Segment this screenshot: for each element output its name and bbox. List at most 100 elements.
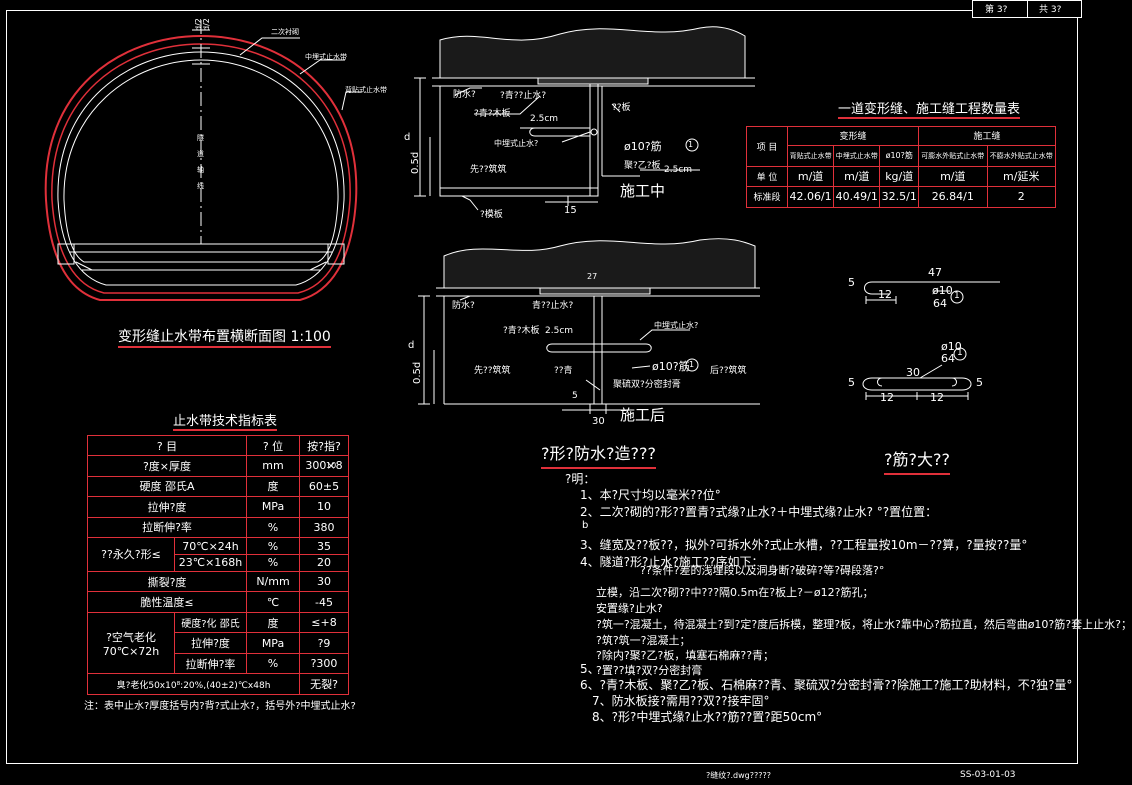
r1-12: 12 (878, 288, 892, 301)
d2-dim-d: d (408, 340, 415, 351)
d2-asph2: ??青 (554, 366, 573, 376)
d1-pe: 聚?乙?板 (624, 161, 661, 171)
d2-circle-1: 1 (689, 360, 695, 369)
quantity-table: 项 目 变形缝 施工缝 背贴式止水带 中埋式止水带 ø10?筋 可膨水外贴式止水… (746, 126, 1057, 209)
spec-extra-10: 10 (326, 461, 337, 470)
rebar-caption: ?筋?大?? (884, 446, 950, 475)
label-secondary-lining: 二次衬砌 (271, 28, 299, 36)
note-3: 3、缝宽及??板??，拟外?可拆水外?式止水槽，??工程量按10m－??算，?量… (580, 538, 1028, 552)
notes-head: ?明： (565, 472, 596, 486)
d1-dim-d: d (404, 132, 411, 143)
d2-bar: ø10?筋 (652, 360, 690, 373)
d1-stage: 施工中 (620, 182, 666, 200)
d2-stage: 施工后 (620, 406, 666, 424)
tunnel-section (44, 20, 362, 301)
qty-h-item: 项 目 (746, 126, 788, 167)
detail-1-linework (414, 26, 755, 211)
d2-dim-half: 0.5d (412, 361, 423, 384)
spec-r5-b: % (246, 553, 300, 572)
note-4a: ??条件?差的浅埋段以及洞身断?破碎?等?碍段落?° (640, 564, 885, 577)
qty-unit-2: kg/道 (879, 165, 920, 187)
sheet-number: 第 3? (985, 5, 1008, 15)
spec-r9-a: 拉伸?度 (174, 632, 247, 654)
spec-r4-c: 35 (299, 537, 349, 555)
note-4c: 安置缘?止水? (596, 602, 663, 615)
d1-waterproof: 防水? (453, 90, 476, 100)
spec-r2-a: 拉伸?度 (87, 496, 247, 518)
spec-r4-b: % (246, 537, 300, 555)
note-1: 1、本?尺寸均以毫米??位° (580, 488, 721, 502)
note-4d: ?筑一?混凝土，待混凝土?到?定?度后拆模，整理?板，将止水?靠中心?筋拉直，然… (596, 618, 1132, 631)
spec-r8-c: ≤+8 (299, 611, 349, 634)
spec-r10-c: ?300 (299, 652, 349, 675)
label-axis: 隧道轴线 (197, 134, 204, 190)
spec-r5-c: 20 (299, 553, 349, 572)
spec-ozone-b: 无裂? (299, 673, 349, 695)
note-b: b (582, 520, 589, 531)
note-2: 2、二次?砌的?形??置青?式缘?止水?＋中埋式缘?止水? °?置位置： (580, 505, 938, 519)
label-d2b: d/2 (202, 18, 211, 31)
r1-47: 47 (928, 266, 942, 279)
spec-r8-a: 硬度?化 邵氏 (174, 611, 247, 634)
r1-64: 64 (933, 297, 947, 310)
note-7: 7、防水板接?需用??双??接牢固° (592, 694, 770, 708)
title-block: 第 3? 共 3? (972, 0, 1082, 18)
qty-val-3: 26.84/1 (918, 185, 988, 209)
spec-h-1: ? 位 (246, 435, 300, 456)
d1-bar: ø10?筋 (624, 140, 662, 153)
sheet-total: 共 3? (1039, 5, 1062, 15)
d2-asphalt: 青??止水? (532, 301, 574, 311)
r2-bar: ø10 (941, 340, 962, 353)
d2-wood: ?青?木板 (503, 326, 540, 336)
spec-r9-c: ?9 (299, 632, 349, 654)
spec-r3-a: 拉断伸?率 (87, 516, 247, 539)
qty-val-2: 32.5/1 (879, 185, 920, 209)
r1-bar: ø10 (932, 284, 953, 297)
spec-r3-b: % (246, 516, 300, 539)
qty-val-1: 40.49/1 (833, 185, 881, 209)
spec-r0-a: ?度×厚度 (87, 455, 247, 477)
d1-dim-15: 15 (564, 205, 577, 216)
d1-steel-board: ??板 (612, 103, 631, 113)
note-4: 4、隧道?形?止水?施工??序如下： (580, 555, 764, 569)
d1-gap2: 2.5cm (664, 165, 693, 175)
qty-sub-1: 中埋式止水带 (833, 144, 881, 167)
spec-r0-b: mm (246, 455, 300, 477)
spec-r10-a: 拉断伸?率 (174, 652, 247, 675)
qty-sub-4: 不膨水外贴式止水带 (986, 144, 1057, 167)
spec-r1-a: 硬度 邵氏A (87, 475, 247, 498)
label-backstick-stop: 背贴式止水带 (345, 86, 387, 94)
note-4f: ?除内?聚?乙?板，填塞石棉麻??青； (596, 649, 775, 662)
spec-r6-a: 撕裂?度 (87, 570, 247, 593)
spec-r6-b: N/mm (246, 570, 300, 593)
spec-r2-b: MPa (246, 496, 300, 518)
spec-h-0: ? 目 (87, 435, 247, 456)
d2-27: 27 (587, 272, 598, 281)
d2-first: 先??筑筑 (474, 366, 511, 376)
drawing-frame (6, 10, 1078, 764)
spec-table-title: 止水带技术指标表 (173, 410, 278, 431)
d1-base: ?模板 (480, 210, 503, 220)
drawing-linework (44, 20, 1000, 414)
qty-unit-0: m/道 (786, 165, 835, 187)
d2-seal: 聚硫双?分密封膏 (613, 380, 681, 390)
spec-r7-c: -45 (299, 591, 349, 613)
d1-first: 先??筑筑 (470, 165, 507, 175)
r1-circle: 1 (954, 291, 960, 301)
footer-drawing-no: SS-03-01-03 (960, 770, 1016, 780)
qty-table-title: 一道变形缝、施工缝工程数量表 (838, 98, 1021, 119)
r2-5a: 5 (848, 376, 855, 389)
spec-r10-b: % (246, 652, 300, 675)
spec-r8-b: 度 (246, 611, 300, 634)
note-6: 6、?青?木板、聚?乙?板、石棉麻??青、聚硫双?分密封膏??除施工?施工?助材… (580, 678, 1073, 692)
d1-asphalt: ?青??止水? (500, 91, 547, 101)
qty-val-0: 42.06/1 (786, 185, 835, 209)
r2-5b: 5 (976, 376, 983, 389)
qty-val-4: 2 (986, 185, 1057, 209)
d2-later: 后??筑筑 (710, 366, 747, 376)
qty-unit-1: m/道 (833, 165, 881, 187)
spec-r7-a: 脆性温度≤ (87, 591, 247, 613)
detail-2-linework (418, 238, 760, 414)
r2-circle: 1 (957, 348, 963, 358)
d2-dim-30: 30 (592, 416, 605, 427)
